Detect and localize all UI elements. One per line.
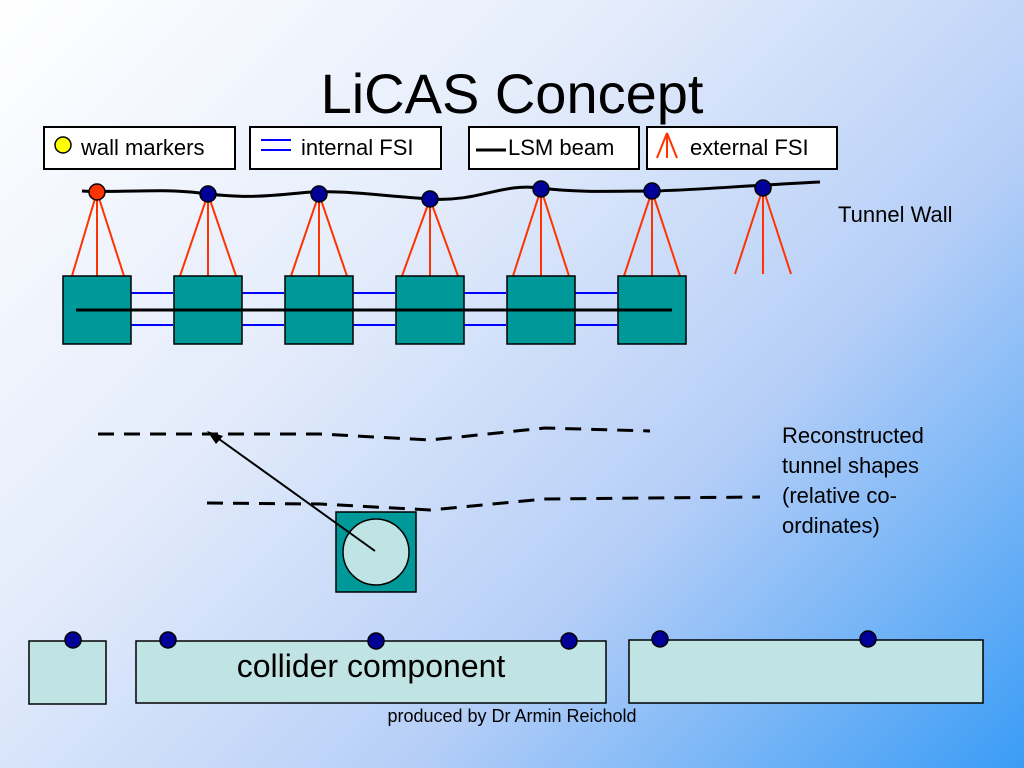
reconstructed-line-4: ordinates) xyxy=(782,513,880,538)
legend-internal-fsi-label: internal FSI xyxy=(301,135,414,160)
component-marker xyxy=(159,631,177,649)
reconstructed-line-2: tunnel shapes xyxy=(782,453,919,478)
page-title: LiCAS Concept xyxy=(320,62,704,125)
component-marker xyxy=(64,631,82,649)
reconstructed-label: Reconstructed tunnel shapes (relative co… xyxy=(782,421,924,541)
component-marker xyxy=(560,632,578,650)
reconstructed-shape-upper xyxy=(98,426,651,442)
collider-component-right xyxy=(628,639,984,704)
collider-component-label: collider component xyxy=(236,648,506,684)
footer-credit: produced by Dr Armin Reichold xyxy=(387,706,637,726)
internal-fsi-lines xyxy=(131,292,617,326)
wall-marker xyxy=(199,185,217,203)
wall-marker xyxy=(310,185,328,203)
wall-marker xyxy=(532,180,550,198)
wall-marker xyxy=(421,190,439,208)
reconstructed-line-3: (relative co- xyxy=(782,483,897,508)
legend-wall-markers-label: wall markers xyxy=(81,135,205,160)
legend-external-fsi-label: external FSI xyxy=(690,135,809,160)
legend-external-fsi: external FSI xyxy=(646,126,838,170)
arrow-line xyxy=(211,433,376,552)
wall-marker xyxy=(754,179,772,197)
reconstruction-circle xyxy=(342,518,410,586)
arrow-head-icon xyxy=(207,431,223,444)
external-fsi-lines xyxy=(71,187,792,277)
yellow-circle-icon xyxy=(53,135,73,161)
tunnel-wall-line xyxy=(81,180,821,201)
reconstructed-shape-lower xyxy=(206,495,761,512)
wall-marker-red xyxy=(88,183,106,201)
double-line-icon xyxy=(259,134,293,162)
reconstructed-line-1: Reconstructed xyxy=(782,423,924,448)
fan-lines-icon xyxy=(654,130,680,166)
component-marker xyxy=(367,632,385,650)
beam-line-icon xyxy=(476,135,506,161)
legend-internal-fsi: internal FSI xyxy=(249,126,442,170)
wall-marker xyxy=(643,182,661,200)
tunnel-wall-label: Tunnel Wall xyxy=(838,202,953,227)
collider-component-small xyxy=(28,640,107,705)
legend-lsm-beam: LSM beam xyxy=(468,126,640,170)
collider-component-main xyxy=(135,640,607,704)
legend-wall-markers: wall markers xyxy=(43,126,236,170)
legend-lsm-beam-label: LSM beam xyxy=(508,135,615,160)
component-marker xyxy=(651,630,669,648)
component-marker xyxy=(859,630,877,648)
